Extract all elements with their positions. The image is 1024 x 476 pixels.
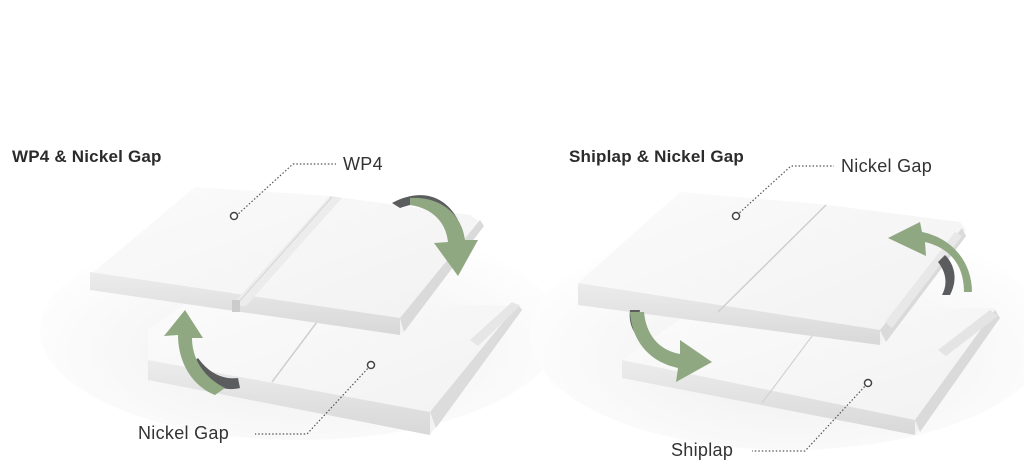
leader-shiplap	[752, 383, 868, 452]
left-nickel-gap-marker	[366, 360, 376, 370]
right-bottom-panel-shiplap	[622, 308, 1000, 435]
left-rotate-arrow-down-icon	[392, 195, 478, 276]
left-diagram-title: WP4 & Nickel Gap	[12, 147, 162, 166]
right-rotate-arrow-down-icon	[629, 310, 712, 382]
label-shiplap: Shiplap	[671, 440, 734, 460]
label-left-nickel-gap: Nickel Gap	[138, 423, 230, 443]
right-nickel-gap-marker	[731, 211, 741, 221]
leader-wp4	[235, 163, 336, 217]
label-right-nickel-gap: Nickel Gap	[841, 156, 933, 176]
label-wp4: WP4	[343, 154, 383, 174]
shiplap-marker	[863, 378, 873, 388]
left-rotate-arrow-up-icon	[164, 310, 240, 395]
right-diagram-title: Shiplap & Nickel Gap	[569, 147, 744, 166]
wp4-marker	[229, 211, 239, 221]
right-rotate-arrow-up-icon	[888, 222, 972, 295]
left-top-panel-wp4	[90, 187, 484, 335]
leader-right-nickel-gap	[736, 165, 834, 216]
leader-left-nickel-gap	[255, 365, 371, 435]
